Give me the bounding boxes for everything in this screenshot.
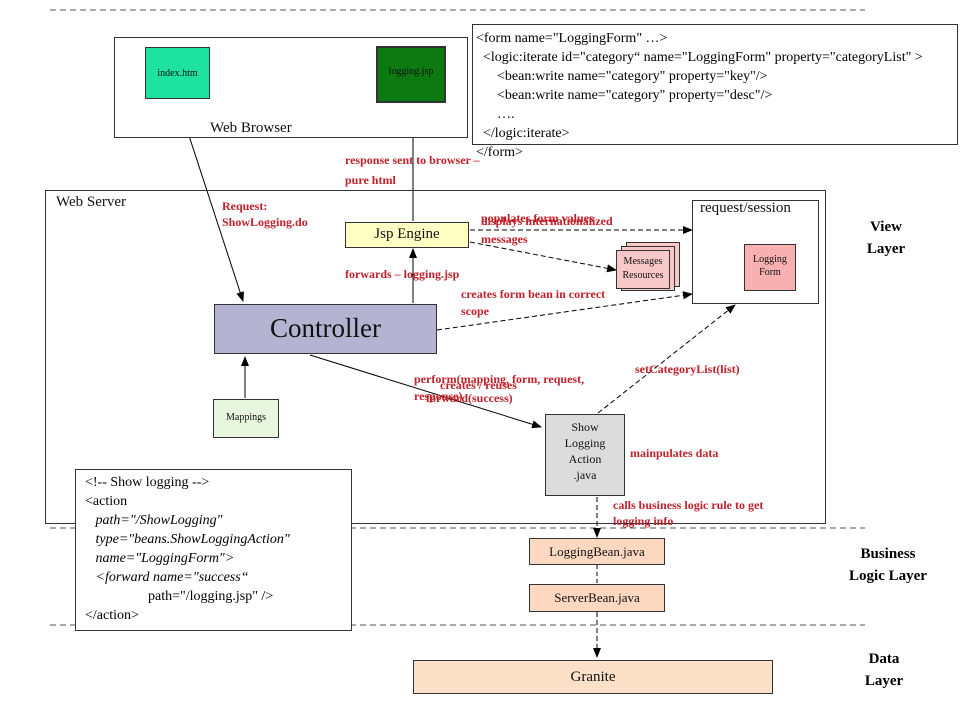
jsp-engine-label: Jsp Engine <box>374 226 440 242</box>
show-logging-action[interactable]: Show Logging Action .java <box>545 414 625 496</box>
index-htm-page[interactable]: index.htm <box>145 47 210 99</box>
web-browser-label: Web Browser <box>210 120 292 136</box>
jsp-line-5: …. <box>476 107 515 122</box>
set-category-note: setCategoryList(list) <box>635 362 740 376</box>
action-line-7: path="/logging.jsp" /> <box>85 589 274 604</box>
logging-bean-label: LoggingBean.java <box>549 544 645 559</box>
view-layer-label: View Layer <box>866 219 906 257</box>
logging-form-bean[interactable]: Logging Form <box>744 244 796 291</box>
manipulates-data-note: mainpulates data <box>630 446 719 460</box>
show-logging-action-label: Show Logging Action .java <box>564 420 606 482</box>
action-line-3: path="/ShowLogging" <box>85 513 223 528</box>
business-layer-label: Business Logic Layer <box>849 546 927 584</box>
controller[interactable]: Controller <box>214 304 437 354</box>
jsp-line-1: <form name="LoggingForm" …> <box>476 31 668 46</box>
mappings[interactable]: Mappings <box>213 399 279 438</box>
creates-form-bean-note: creates form bean in correct scope <box>461 287 606 318</box>
action-mapping-code: <!-- Show logging --> <action path="/Sho… <box>75 469 352 631</box>
perform-note: perform(mapping, form, request, response… <box>414 372 585 403</box>
set-category-arrow <box>597 304 736 414</box>
logging-bean[interactable]: LoggingBean.java <box>529 538 665 565</box>
calls-business-note: calls business logic rule to get logging… <box>613 498 764 528</box>
web-server-region <box>45 190 826 524</box>
web-server-label: Web Server <box>56 194 127 210</box>
jsp-engine[interactable]: Jsp Engine <box>345 222 469 248</box>
mappings-label: Mappings <box>226 412 266 423</box>
action-line-1: <!-- Show logging --> <box>85 475 210 490</box>
controller-label: Controller <box>270 313 381 343</box>
creates-reuses-note: creates / reuses <box>440 378 517 392</box>
forward-success-note: forward(success) <box>426 391 513 405</box>
action-line-8: </action> <box>85 608 139 623</box>
request-note: Request: ShowLogging.do <box>222 199 308 229</box>
jsp-line-4: <bean:write name="category" property="de… <box>476 88 773 103</box>
action-line-6: <forward name="success“ <box>85 570 249 585</box>
jsp-line-6: </logic:iterate> <box>476 126 570 141</box>
jsp-form-code: <form name="LoggingForm" …> <logic:itera… <box>472 24 958 160</box>
messages-resources-label: Messages Resources <box>622 256 664 281</box>
action-line-2: <action <box>85 494 128 509</box>
displays-messages-note: displays internationalized messages <box>481 214 613 246</box>
forwards-note: forwards – logging.jsp <box>345 267 460 281</box>
request-session-label: request/session <box>700 200 791 216</box>
action-line-5: name="LoggingForm"> <box>85 551 235 566</box>
perform-arrow <box>309 354 542 429</box>
action-line-4: type="beans.ShowLoggingAction" <box>85 532 290 547</box>
jsp-line-3: <bean:write name="category" property="ke… <box>476 69 768 84</box>
logging-jsp-page[interactable]: logging.jsp <box>376 46 446 103</box>
messages-resources[interactable]: Messages Resources <box>616 250 670 289</box>
form-bean-arrow <box>436 291 693 331</box>
data-layer-label: Data Layer <box>864 651 904 689</box>
granite-database[interactable]: Granite <box>413 660 773 694</box>
jsp-line-2: <logic:iterate id="category“ name="Loggi… <box>476 50 923 65</box>
granite-label: Granite <box>570 669 616 685</box>
server-bean-label: ServerBean.java <box>554 590 640 605</box>
jsp-line-7: </form> <box>476 145 523 160</box>
logging-jsp-label: logging.jsp <box>388 66 434 77</box>
logging-form-label: Logging Form <box>753 254 787 278</box>
server-bean[interactable]: ServerBean.java <box>529 584 665 612</box>
response-sent-note: response sent to browser – pure html <box>345 153 480 187</box>
index-htm-label: index.htm <box>157 68 198 79</box>
populates-form-note: populates form values <box>481 211 594 225</box>
messages-arrow <box>469 241 617 273</box>
